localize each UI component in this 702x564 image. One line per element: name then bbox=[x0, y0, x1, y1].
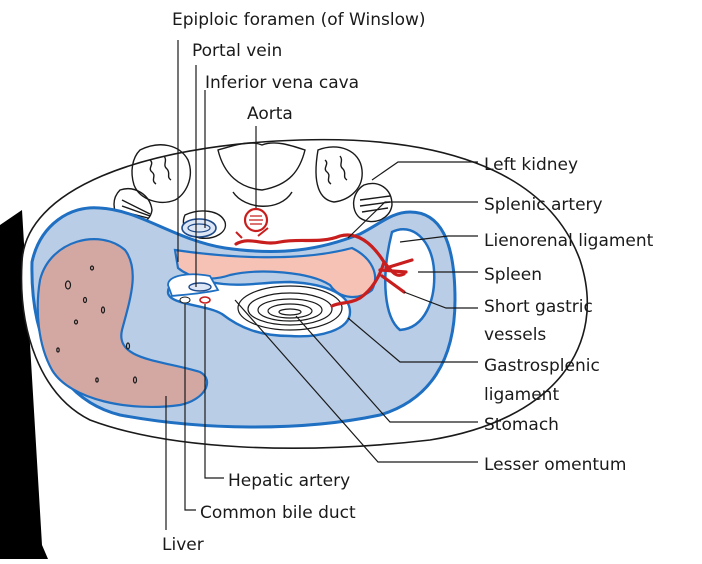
label-gastrosplenic-2: ligament bbox=[484, 385, 559, 405]
label-inferior-vena-cava: Inferior vena cava bbox=[205, 73, 359, 93]
label-lienorenal-ligament: Lienorenal ligament bbox=[484, 231, 654, 251]
hepatic-artery bbox=[200, 297, 210, 303]
label-epiploic-foramen: Epiploic foramen (of Winslow) bbox=[172, 10, 426, 30]
label-short-gastric-1: Short gastric bbox=[484, 297, 593, 317]
label-short-gastric-2: vessels bbox=[484, 325, 546, 345]
label-gastrosplenic-1: Gastrosplenic bbox=[484, 356, 600, 376]
label-spleen: Spleen bbox=[484, 265, 542, 285]
label-left-kidney: Left kidney bbox=[484, 155, 578, 175]
label-aorta: Aorta bbox=[247, 104, 293, 124]
label-portal-vein: Portal vein bbox=[192, 41, 282, 61]
label-common-bile-duct: Common bile duct bbox=[200, 503, 356, 523]
label-splenic-artery: Splenic artery bbox=[484, 195, 603, 215]
inferior-vena-cava bbox=[182, 219, 216, 237]
label-stomach: Stomach bbox=[484, 415, 559, 435]
portal-vein bbox=[189, 283, 211, 291]
label-lesser-omentum: Lesser omentum bbox=[484, 455, 626, 475]
label-hepatic-artery: Hepatic artery bbox=[228, 471, 350, 491]
label-liver: Liver bbox=[162, 535, 204, 555]
